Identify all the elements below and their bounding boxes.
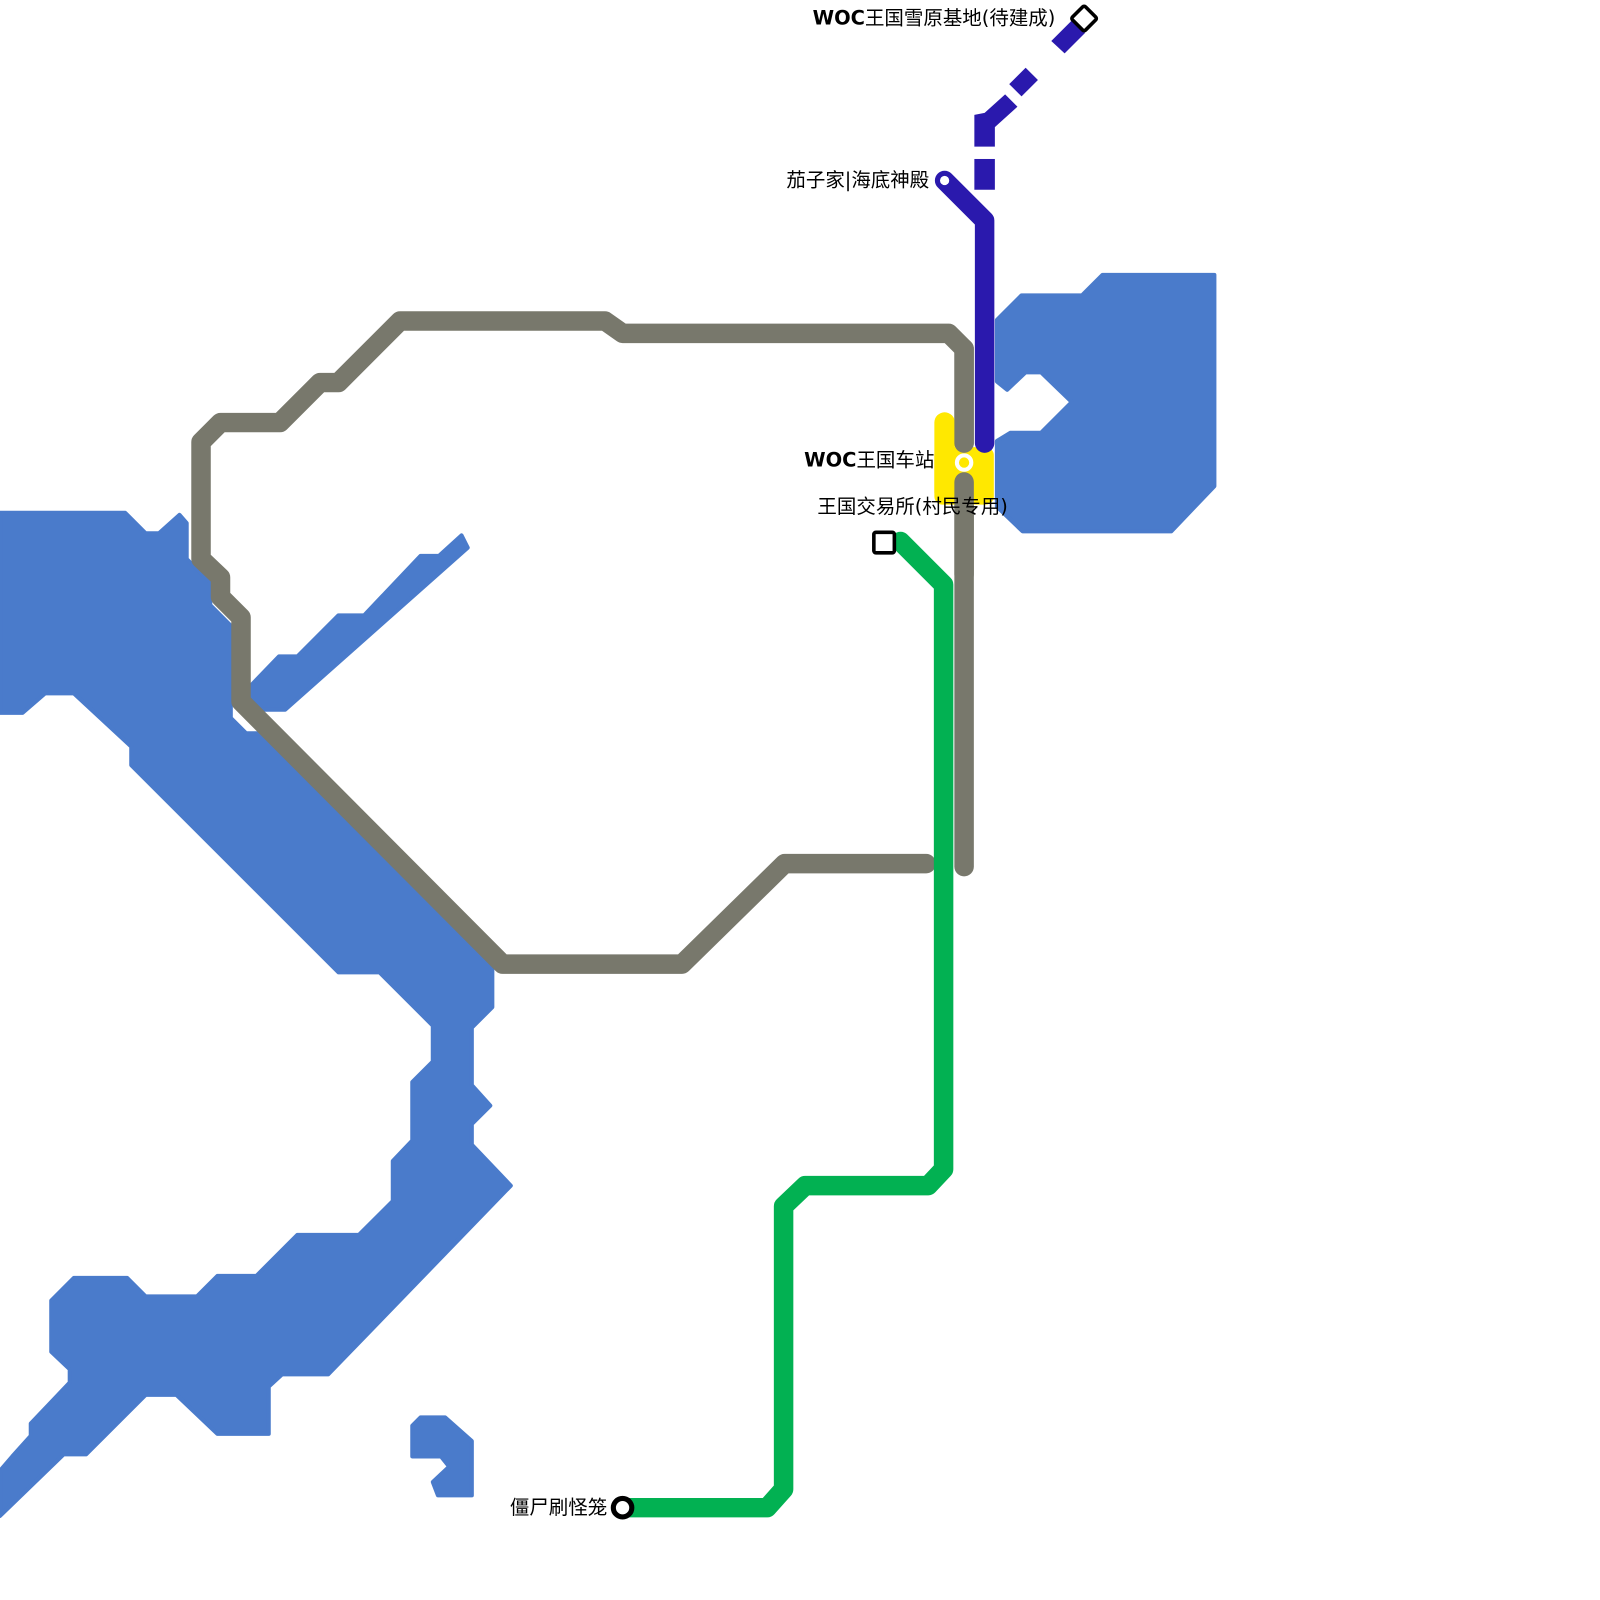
label-rest: 王国车站 — [856, 449, 934, 472]
water-body-west — [0, 510, 513, 1518]
station-label-eggplant-temple: 茄子家|海底神殿 — [786, 169, 929, 192]
station-kingdom-station-marker[interactable] — [954, 453, 974, 472]
station-snow-base-marker[interactable] — [1070, 4, 1099, 33]
interchange-station-icon — [954, 453, 974, 472]
purple-dash-segment — [1009, 67, 1038, 97]
diamond-station-icon — [1070, 4, 1099, 33]
station-label-kingdom-station: WOC王国车站 — [804, 449, 934, 472]
small-circle-station-icon — [940, 175, 950, 186]
station-label-exchange: 王国交易所(村民专用) — [817, 495, 1007, 518]
water-inlet — [249, 533, 470, 712]
purple-dash-segment — [974, 94, 1018, 147]
water-body-east — [994, 272, 1217, 534]
circle-station-icon — [610, 1495, 635, 1520]
water-layer — [0, 272, 1217, 1518]
label-rest: 王国雪原基地(待建成) — [865, 7, 1055, 30]
station-label-snow-base: WOC王国雪原基地(待建成) — [813, 7, 1056, 30]
purple-line-main — [934, 170, 995, 453]
water-small-islet — [410, 1415, 474, 1498]
purple-dash-segment — [1051, 20, 1086, 54]
square-station-icon — [872, 530, 897, 555]
purple-dash-segment — [974, 158, 995, 190]
station-eggplant-temple-marker[interactable] — [940, 175, 950, 186]
purple-line-dashed-under-construction — [974, 20, 1086, 190]
label-prefix: WOC — [813, 7, 865, 30]
station-exchange-marker[interactable] — [872, 530, 897, 555]
green-line — [613, 531, 954, 1518]
label-prefix: WOC — [804, 449, 856, 472]
station-label-zombie-farm: 僵尸刷怪笼 — [510, 1496, 607, 1519]
station-zombie-farm-marker[interactable] — [610, 1495, 635, 1520]
gray-line-north-loop — [191, 311, 974, 974]
